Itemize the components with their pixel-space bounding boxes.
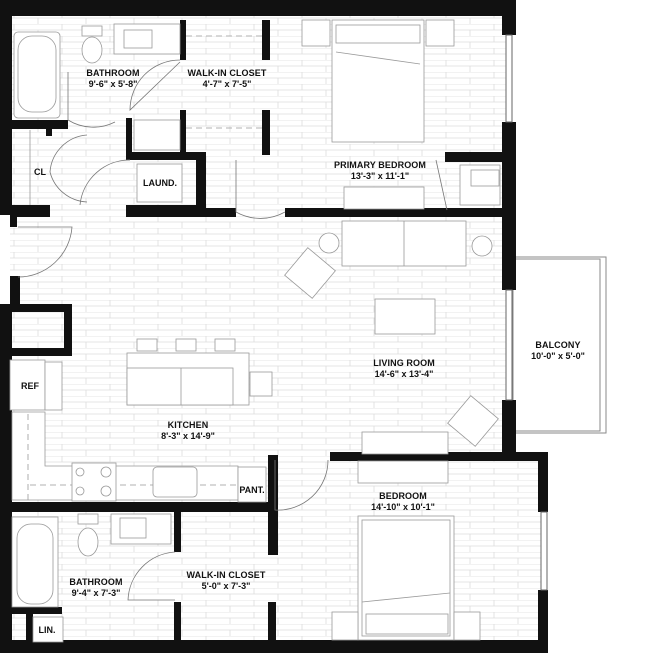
walls — [0, 0, 548, 653]
furniture — [9, 19, 501, 643]
room-name: BATHROOM — [69, 577, 123, 587]
room-dims: 8'-3" x 14'-9" — [161, 431, 215, 441]
room-dims: 10'-0" x 5'-0" — [531, 351, 585, 361]
room-dims: 13'-3" x 11'-1" — [350, 171, 410, 181]
room-name: LIVING ROOM — [373, 358, 435, 368]
room-label-living-room: LIVING ROOM 14'-6" x 13'-4" — [373, 358, 435, 380]
room-name: BALCONY — [535, 340, 581, 350]
room-label-kitchen: KITCHEN 8'-3" x 14'-9" — [161, 420, 215, 442]
room-label-bathroom-primary: BATHROOM 9'-6" x 5'-8" — [86, 68, 139, 90]
room-name: WALK-IN CLOSET — [186, 570, 266, 580]
room-dims: 9'-4" x 7'-3" — [71, 588, 121, 598]
room-name: KITCHEN — [167, 420, 209, 430]
room-name: BATHROOM — [86, 68, 140, 78]
room-label-bedroom: BEDROOM 14'-10" x 10'-1" — [371, 491, 435, 513]
room-label-walk-in-closet-primary: WALK-IN CLOSET 4'-7" x 7'-5" — [188, 68, 267, 90]
room-label-bathroom-secondary: BATHROOM 9'-4" x 7'-3" — [69, 577, 122, 599]
balcony-area — [512, 256, 607, 434]
fixture-label-laundry: LAUND. — [143, 178, 177, 188]
room-label-primary-bedroom: PRIMARY BEDROOM 13'-3" x 11'-1" — [334, 160, 426, 182]
room-name: WALK-IN CLOSET — [187, 68, 267, 78]
doors — [17, 59, 448, 601]
room-name: BEDROOM — [379, 491, 427, 501]
room-dims: 14'-10" x 10'-1" — [371, 502, 435, 512]
fixture-label-closet: CL — [34, 167, 46, 177]
room-dims: 5'-0" x 7'-3" — [201, 581, 251, 591]
room-dims: 9'-6" x 5'-8" — [88, 79, 138, 89]
fixture-label-refrigerator: REF — [21, 381, 39, 391]
room-dims: 14'-6" x 13'-4" — [374, 369, 434, 379]
room-label-balcony: BALCONY 10'-0" x 5'-0" — [531, 340, 585, 362]
fixture-label-pantry: PANT. — [239, 485, 265, 495]
room-name: PRIMARY BEDROOM — [333, 160, 427, 170]
fixture-label-linen: LIN. — [38, 625, 56, 635]
room-label-walk-in-closet-secondary: WALK-IN CLOSET 5'-0" x 7'-3" — [187, 570, 266, 592]
room-dims: 4'-7" x 7'-5" — [202, 79, 252, 89]
windows — [505, 34, 548, 591]
